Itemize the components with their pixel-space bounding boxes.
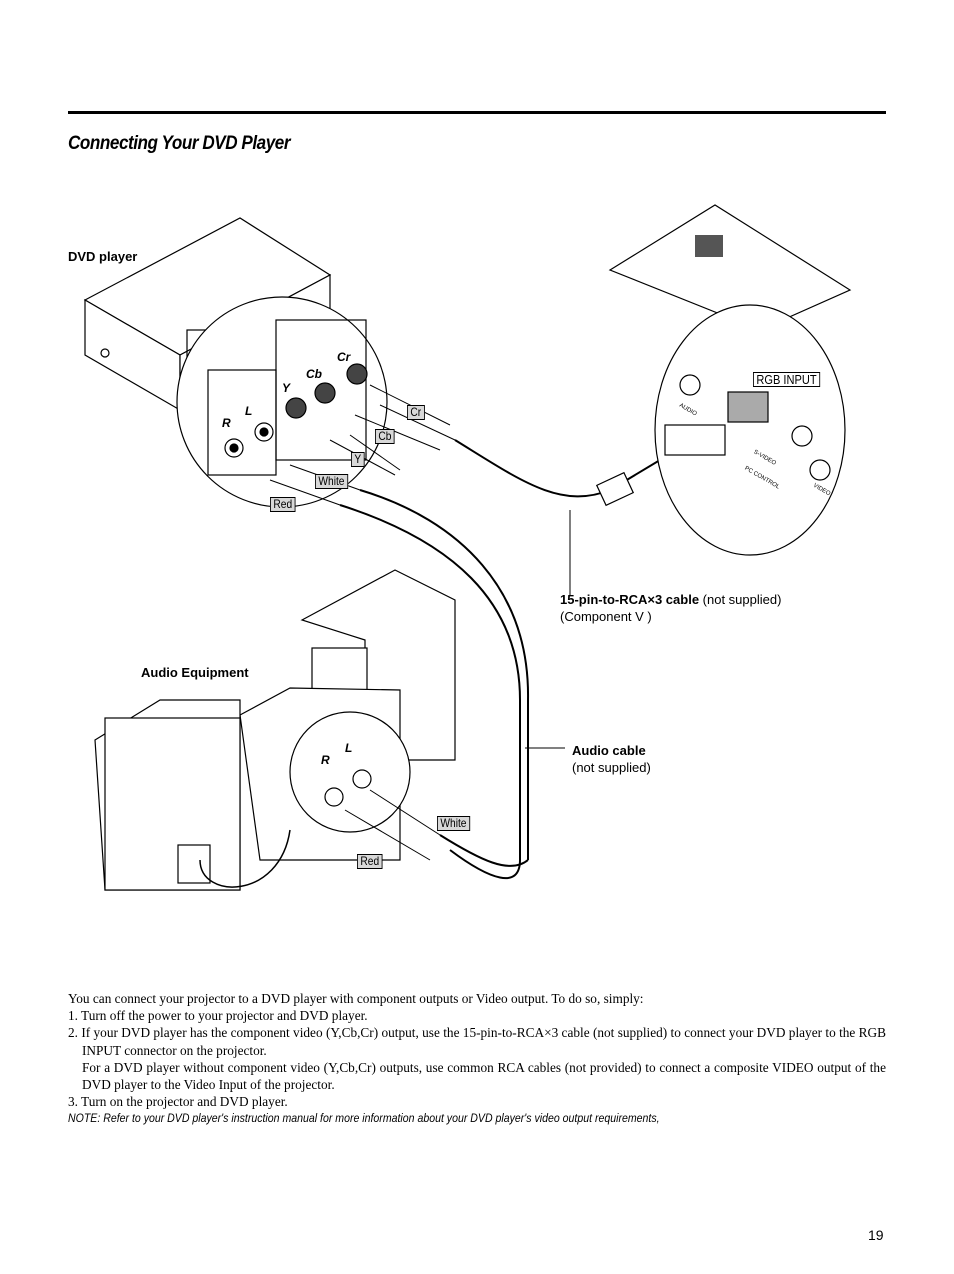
component-cable-name: 15-pin-to-RCA×3 cable	[560, 592, 700, 607]
jack-l-label: L	[245, 404, 253, 418]
tag-y: Y	[351, 452, 365, 467]
tag-cb: Cb	[375, 429, 395, 444]
jack-r-label: R	[222, 416, 231, 430]
projector-illustration	[608, 204, 852, 331]
audio-cable-name: Audio cable	[572, 743, 646, 758]
audio-jack-r-label: R	[321, 753, 330, 767]
instructions: You can connect your projector to a DVD …	[68, 990, 886, 1128]
audio-jack-l-label: L	[345, 741, 353, 755]
tag-white: White	[315, 474, 348, 489]
step-3: 3. Turn on the projector and DVD player.	[68, 1094, 288, 1110]
audio-cable-label: Audio cable (not supplied)	[572, 742, 651, 776]
audio-equipment-illustration	[94, 569, 456, 891]
component-cable-note: (not supplied)	[699, 592, 782, 607]
dvd-player-label: DVD player	[68, 249, 138, 264]
jack-cr-label: Cr	[337, 350, 351, 364]
step-2: 2. If your DVD player has the component …	[68, 1025, 886, 1058]
tag-red-audio: Red	[357, 854, 383, 869]
audio-equipment-label: Audio Equipment	[141, 665, 249, 680]
page-number: 19	[868, 1227, 884, 1243]
intro-text: You can connect your projector to a DVD …	[68, 991, 644, 1006]
page-title: Connecting Your DVD Player	[68, 133, 291, 154]
tag-white-audio: White	[437, 816, 470, 831]
rgb-input-label: RGB INPUT	[753, 372, 820, 387]
jack-y-label: Y	[282, 381, 291, 395]
tag-red: Red	[270, 497, 296, 512]
component-cable-line2: (Component V )	[560, 609, 652, 624]
projector-panel-zoom	[654, 304, 846, 556]
step-2-alt: For a DVD player without component video…	[82, 1059, 886, 1093]
tag-cr: Cr	[407, 405, 425, 420]
step-1: 1. Turn off the power to your projector …	[68, 1008, 368, 1024]
audio-jacks-zoom	[289, 711, 411, 833]
header-rule	[68, 111, 886, 114]
jack-cb-label: Cb	[306, 367, 322, 381]
component-cable-label: 15-pin-to-RCA×3 cable (not supplied) (Co…	[560, 591, 781, 625]
note-text: NOTE: Refer to your DVD player's instruc…	[68, 1111, 660, 1126]
audio-cable-note: (not supplied)	[572, 760, 651, 775]
